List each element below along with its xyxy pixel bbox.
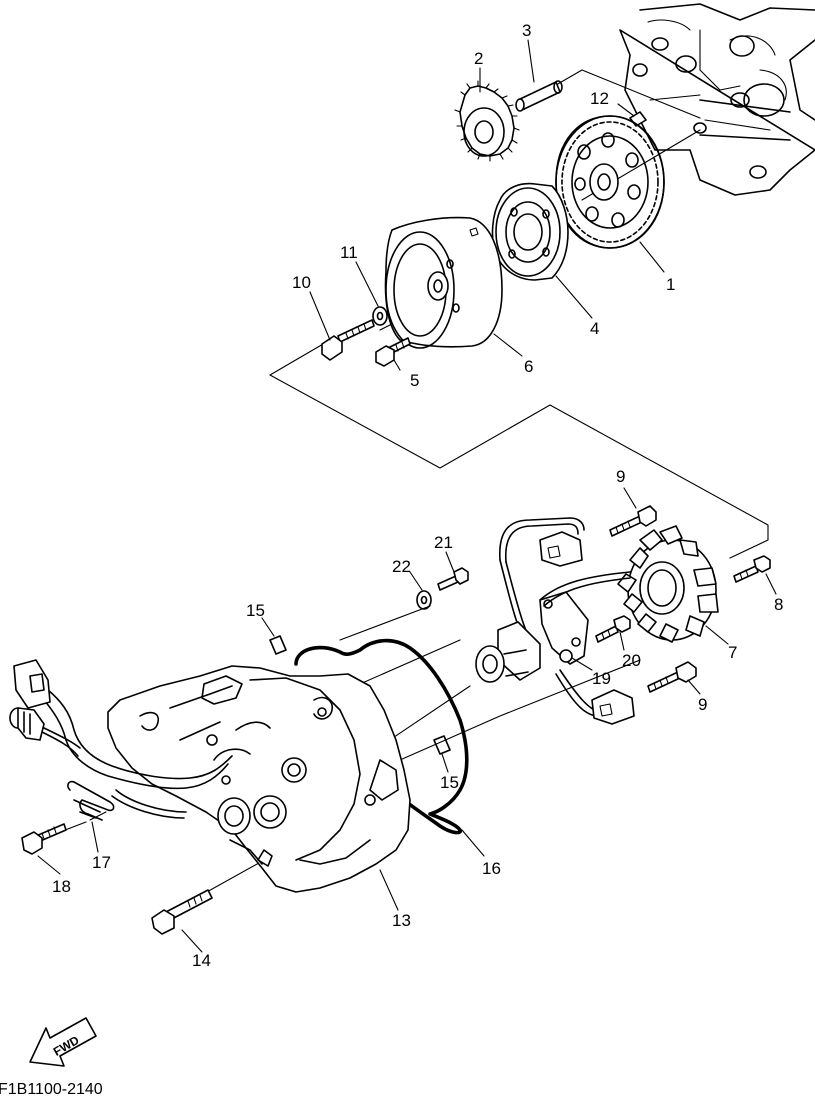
part-10-bolt [321, 319, 375, 361]
part-9-bolt-upper [609, 505, 657, 537]
part-19-clamp-plate [539, 591, 589, 665]
callout-17: 17 [92, 853, 111, 872]
forward-direction-arrow-icon: FWD [29, 1017, 97, 1067]
part-14-long-bolt [151, 889, 213, 935]
callout-20: 20 [622, 651, 641, 670]
part-18-bolt [21, 823, 67, 855]
part-5-bolt [375, 337, 411, 367]
cable-grommet [475, 621, 541, 683]
part-22-washer [416, 590, 432, 610]
part-21-bolt [437, 567, 469, 591]
callout-14: 14 [192, 951, 211, 970]
callout-3: 3 [522, 21, 531, 40]
callout-16: 16 [482, 859, 501, 878]
callout-labels: 1 2 3 4 5 6 7 8 9 9 10 11 12 13 14 15 15… [52, 21, 783, 970]
callout-5: 5 [410, 371, 419, 390]
callout-9-lower: 9 [698, 695, 707, 714]
diagram-code: F1B1100-2140 [0, 1081, 103, 1096]
callout-7: 7 [728, 643, 737, 662]
left-connector-lower [9, 707, 45, 741]
part-8-bolt [733, 555, 771, 583]
callout-leaders [37, 39, 777, 953]
part-7-stator [617, 525, 719, 643]
callout-9-upper: 9 [616, 467, 625, 486]
callout-2: 2 [474, 49, 483, 68]
callout-19: 19 [592, 669, 611, 688]
callout-15-upper: 15 [246, 601, 265, 620]
part-15-dowel-pin-upper [269, 635, 287, 655]
part-13-crankcase-cover [107, 665, 411, 893]
part-20-bolt [595, 615, 631, 643]
callout-10: 10 [292, 273, 311, 292]
crankcase-outline [619, 3, 815, 196]
callout-18: 18 [52, 877, 71, 896]
left-connector-upper [13, 659, 51, 709]
callout-8: 8 [774, 595, 783, 614]
callout-13: 13 [392, 911, 411, 930]
stator-wiring [499, 517, 635, 725]
part-15-dowel-pin-lower [433, 735, 451, 755]
part-1-starter-wheel-gear [555, 115, 665, 249]
callout-6: 6 [524, 357, 533, 376]
part-17-wire-clamp [67, 780, 115, 821]
part-4-starter-clutch [491, 182, 569, 281]
callout-11: 11 [340, 243, 358, 262]
part-16-gasket [294, 638, 469, 835]
left-harness-wires [39, 689, 233, 819]
part-6-rotor [384, 216, 503, 349]
part-3-shaft [515, 80, 563, 112]
callout-21: 21 [434, 533, 453, 552]
axis-guides-top [269, 69, 769, 559]
part-11-washer [372, 306, 388, 326]
part-12-woodruff-key [629, 111, 647, 127]
part-9-bolt-lower [647, 661, 697, 693]
part-2-idle-gear [454, 80, 520, 162]
callout-12: 12 [590, 89, 609, 108]
callout-1: 1 [666, 275, 675, 294]
callout-15-lower: 15 [440, 773, 459, 792]
callout-22: 22 [392, 557, 411, 576]
callout-4: 4 [590, 319, 599, 338]
